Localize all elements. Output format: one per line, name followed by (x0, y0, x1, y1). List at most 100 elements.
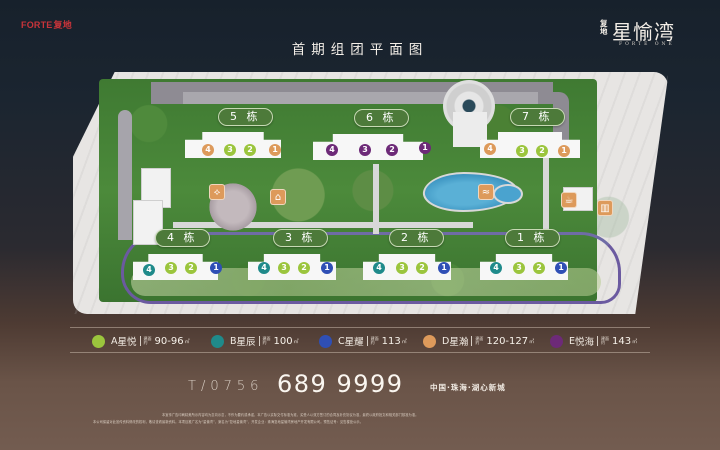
library-icon[interactable]: ▥ (597, 200, 613, 216)
building-7-label[interactable]: 7 栋 (510, 108, 565, 126)
building-3-unit-3[interactable]: 3 (278, 262, 290, 274)
legend-a-name: 星悦 (117, 337, 137, 348)
brand-logo-cn: 复地 (53, 20, 72, 30)
legend-b-letter: B (230, 335, 237, 347)
brand-logo-en: FORTE (21, 20, 53, 30)
type-c-dot (319, 334, 332, 348)
divider (471, 336, 473, 346)
project-name-en: FORTE ONE (619, 42, 675, 47)
legend-e-unit: ㎡ (632, 338, 638, 345)
building-2-unit-1[interactable]: 1 (438, 262, 450, 274)
legend-item-e: E 悦海 建面约 143 ㎡ (550, 333, 637, 349)
legend-a-area: 90-96 (154, 335, 184, 347)
building-5-label[interactable]: 5 栋 (218, 108, 273, 126)
building-7-unit-3[interactable]: 3 (516, 145, 528, 157)
legend-d-letter: D (442, 335, 450, 347)
building-2-unit-3[interactable]: 3 (396, 262, 408, 274)
east-path (543, 142, 549, 232)
building-5-unit-2[interactable]: 2 (244, 144, 256, 156)
building-7-unit-4[interactable]: 4 (484, 143, 496, 155)
legend-d-unit: ㎡ (529, 338, 535, 345)
legend-c-unit: ㎡ (401, 338, 407, 345)
site-plan-map: 5 栋 4 3 2 1 6 栋 4 3 2 1 7 栋 4 3 2 1 4 栋 … (73, 72, 668, 314)
building-5-unit-1[interactable]: 1 (269, 144, 281, 156)
building-4-unit-3[interactable]: 3 (165, 262, 177, 274)
legend-a-letter: A (111, 335, 118, 347)
legend-a-unit: ㎡ (184, 338, 190, 345)
project-logo: 复地 星愉湾 FORTE ONE (600, 16, 690, 52)
divider (597, 336, 599, 346)
building-4-unit-2[interactable]: 2 (185, 262, 197, 274)
legend-b-area: 100 (273, 335, 293, 347)
cafe-icon[interactable]: ☕ (561, 192, 577, 208)
legend-e-sublabel: 建面约 (601, 336, 610, 345)
building-5-unit-4[interactable]: 4 (202, 144, 214, 156)
swimming-icon[interactable]: ≈ (478, 184, 494, 200)
kids-pool (493, 184, 523, 204)
building-2-label[interactable]: 2 栋 (389, 229, 444, 247)
building-1-unit-1[interactable]: 1 (555, 262, 567, 274)
legend-item-b: B 星辰 建面约 100 ㎡ (211, 333, 299, 349)
legend-d-area: 120-127 (486, 335, 529, 347)
type-b-dot (211, 334, 224, 348)
building-6-unit-1[interactable]: 1 (419, 142, 431, 154)
building-1-unit-4[interactable]: 4 (490, 262, 502, 274)
building-6-label[interactable]: 6 栋 (354, 109, 409, 127)
pavilion-icon[interactable]: ⌂ (270, 189, 286, 205)
building-6-unit-3[interactable]: 3 (359, 144, 371, 156)
building-7-unit-1[interactable]: 1 (558, 145, 570, 157)
phone-area-code: T/0756 (188, 379, 264, 394)
legend-c-area: 113 (381, 335, 401, 347)
central-walkway (173, 222, 473, 228)
legend-b-name: 星辰 (236, 337, 256, 348)
building-4-label[interactable]: 4 栋 (155, 229, 210, 247)
legend-b-sublabel: 建面约 (262, 336, 271, 345)
building-2-unit-4[interactable]: 4 (373, 262, 385, 274)
type-d-dot (423, 334, 436, 348)
divider (139, 336, 141, 346)
legend-e-letter: E (569, 335, 576, 347)
west-road (118, 110, 132, 240)
legend-item-d: D 星瀚 建面约 120-127 ㎡ (423, 333, 534, 349)
building-1-unit-2[interactable]: 2 (533, 262, 545, 274)
type-a-dot (92, 334, 105, 348)
project-name: 星愉湾 (612, 20, 675, 44)
forte-brand-logo: FORTE复地 (21, 18, 72, 31)
legend-c-name: 星耀 (344, 337, 364, 348)
location-text: 中国·珠海·湖心新城 (430, 383, 506, 392)
divider (258, 336, 260, 346)
building-3-unit-2[interactable]: 2 (298, 262, 310, 274)
legend-d-sublabel: 建面约 (475, 336, 484, 345)
building-1-label[interactable]: 1 栋 (505, 229, 560, 247)
phone-number[interactable]: 689 9999 (277, 370, 404, 398)
building-6-unit-2[interactable]: 2 (386, 144, 398, 156)
building-4-unit-4[interactable]: 4 (143, 264, 155, 276)
legend-item-c: C 星耀 建面约 113 ㎡ (319, 333, 407, 349)
legend-d-name: 星瀚 (449, 337, 469, 348)
building-5-unit-3[interactable]: 3 (224, 144, 236, 156)
building-3-unit-4[interactable]: 4 (258, 262, 270, 274)
disclaimer-line-2: 本公司保留对此宣传资料修改的权利，敬请查看最新资料。本项目推广名为“星愉湾”，案… (93, 420, 363, 424)
legend-e-area: 143 (612, 335, 632, 347)
building-7-unit-2[interactable]: 2 (536, 145, 548, 157)
running-loop-path (121, 232, 621, 304)
project-prefix: 复地 (600, 19, 608, 36)
legend-e-name: 悦海 (575, 337, 595, 348)
type-e-dot (550, 334, 563, 348)
building-3-unit-1[interactable]: 1 (321, 262, 333, 274)
playground-icon[interactable]: ⟡ (209, 184, 225, 200)
legend-a-sublabel: 建面约 (143, 336, 152, 345)
unit-type-legend: A 星悦 建面约 90-96 ㎡ B 星辰 建面约 100 ㎡ C 星耀 建面约… (70, 327, 650, 353)
legend-b-unit: ㎡ (293, 338, 299, 345)
legend-c-sublabel: 建面约 (370, 336, 379, 345)
building-3-label[interactable]: 3 栋 (273, 229, 328, 247)
building-2-unit-2[interactable]: 2 (416, 262, 428, 274)
central-axis-path (373, 164, 379, 234)
building-1-unit-3[interactable]: 3 (513, 262, 525, 274)
legend-c-letter: C (338, 335, 345, 347)
building-6-unit-4[interactable]: 4 (326, 144, 338, 156)
disclaimer-line-1: 本宣传广告印刷精美所示内容均为意向示意，不作为要约或承诺，本广告以实际交付标准为… (162, 413, 419, 417)
building-4-unit-1[interactable]: 1 (210, 262, 222, 274)
legend-item-a: A 星悦 建面约 90-96 ㎡ (92, 333, 190, 349)
page-title: 首期组团平面图 (291, 42, 429, 58)
